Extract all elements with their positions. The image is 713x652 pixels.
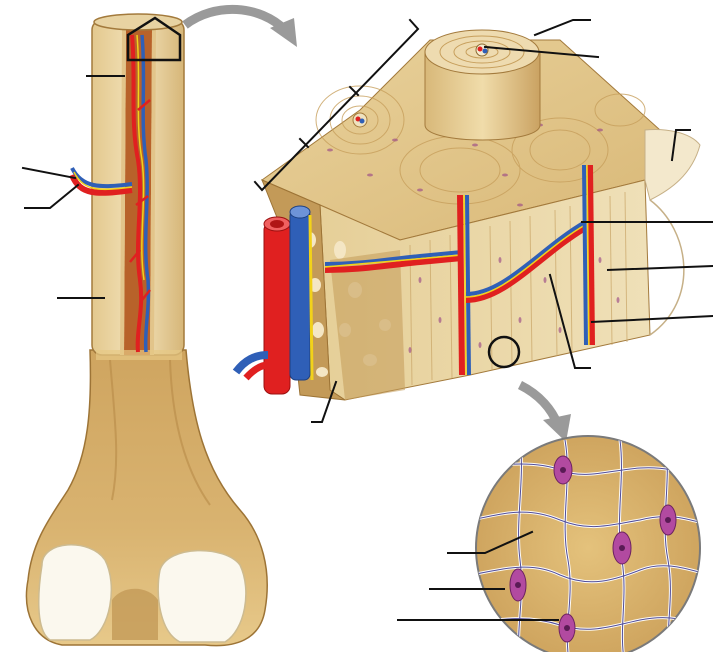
periosteal-vein	[290, 210, 310, 380]
magnify-arrow-top	[185, 9, 285, 30]
long-bone	[26, 14, 267, 646]
compact-bone-block	[236, 30, 700, 400]
periosteum-flap	[645, 130, 700, 200]
leader-nutrient-vessel-1	[23, 168, 75, 178]
medial-condyle-cartilage	[39, 545, 112, 640]
leader-cylinder-top	[535, 20, 590, 35]
leader-nutrient-vessel-2	[25, 185, 78, 208]
osteon-cylinder	[425, 30, 540, 140]
lateral-condyle-cartilage	[158, 551, 246, 642]
